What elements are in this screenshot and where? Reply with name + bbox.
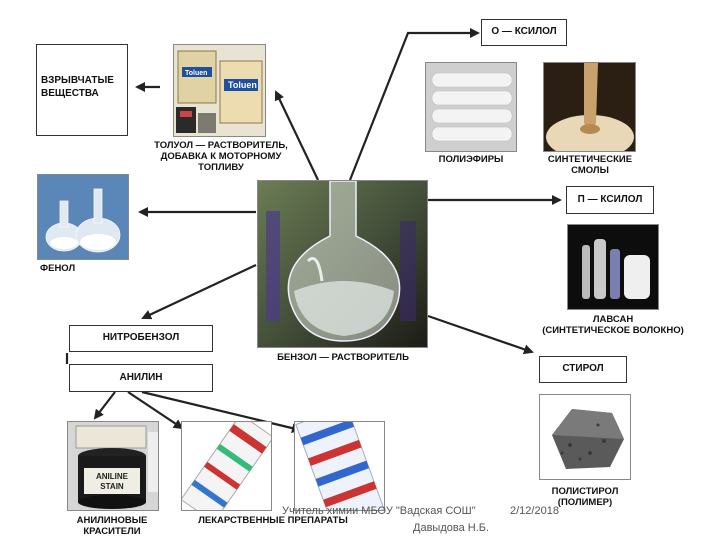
medicines-label: ЛЕКАРСТВЕННЫЕ ПРЕПАРАТЫ: [198, 515, 348, 526]
styrene-box: СТИРОЛ: [539, 356, 627, 383]
arrow-aniline-to-meds1: [127, 391, 184, 430]
phenol-label: ФЕНОЛ: [40, 263, 76, 274]
arrow-aniline-to-meds2: [141, 390, 302, 433]
o-xylene-box: О — КСИЛОЛ: [481, 19, 567, 46]
medicines-photo-1: [181, 421, 272, 511]
polystyrene-label: ПОЛИСТИРОЛ (ПОЛИМЕР): [551, 486, 619, 508]
footer-date: 2/12/2018: [510, 505, 559, 517]
benzene-flask-photo: [257, 180, 428, 348]
aniline-stain-label-2: STAIN: [100, 482, 124, 491]
footer-author-line2: Давыдова Н.Б.: [413, 522, 490, 534]
polyesters-label: ПОЛИЭФИРЫ: [438, 154, 504, 165]
arrow-to-o-xylene: [348, 28, 480, 181]
aniline-box: АНИЛИН: [69, 364, 213, 392]
benzene-label: БЕНЗОЛ — РАСТВОРИТЕЛЬ: [277, 352, 409, 363]
arrow-aniline-to-dyes: [93, 391, 116, 420]
polyesters-photo: [425, 62, 517, 152]
lavsan-label: ЛАВСАН (СИНТЕТИЧЕСКОЕ ВОЛОКНО): [542, 314, 684, 336]
aniline-stain-label-1: ANILINE: [96, 472, 129, 481]
toluen-label-2: Toluen: [228, 80, 257, 90]
toluene-photo: Toluen Toluen: [173, 44, 266, 137]
medicines-photo-2: [294, 421, 385, 511]
phenol-photo: [37, 174, 129, 260]
aniline-dyes-photo: ANILINE STAIN: [67, 421, 159, 511]
explosives-box: ВЗРЫВЧАТЫЕ ВЕЩЕСТВА: [36, 44, 128, 136]
p-xylene-box: П — КСИЛОЛ: [566, 186, 654, 214]
nitrobenzene-box: НИТРОБЕНЗОЛ: [69, 325, 213, 352]
arrow-to-styrene: [427, 314, 534, 355]
toluene-label: ТОЛУОЛ — РАСТВОРИТЕЛЬ, ДОБАВКА К МОТОРНО…: [154, 140, 288, 173]
toluen-label-1: Toluen: [185, 70, 207, 77]
polystyrene-photo: [539, 394, 631, 480]
resins-photo: [543, 62, 636, 152]
aniline-dyes-label: АНИЛИНОВЫЕ КРАСИТЕЛИ: [76, 515, 148, 537]
lavsan-photo: [567, 224, 659, 310]
arrow-to-nitrobenzene: [141, 264, 257, 320]
footer-author-line1: Учитель химии МБОУ "Вадская СОШ": [282, 505, 476, 517]
resins-label: СИНТЕТИЧЕСКИЕ СМОЛЫ: [547, 154, 633, 176]
arrow-to-toluene: [274, 90, 319, 181]
